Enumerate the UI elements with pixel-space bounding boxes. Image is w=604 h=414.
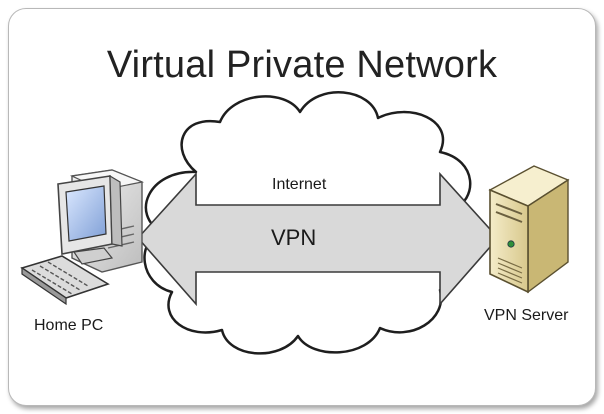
- vpn-tunnel-label: VPN: [271, 225, 317, 250]
- diagram-title: Virtual Private Network: [106, 44, 498, 86]
- home-pc-label: Home PC: [34, 317, 104, 334]
- vpn-server-label: VPN Server: [484, 307, 569, 324]
- home-pc-icon: [20, 169, 145, 306]
- internet-label: Internet: [272, 176, 327, 193]
- vpn-server-icon: [488, 165, 570, 294]
